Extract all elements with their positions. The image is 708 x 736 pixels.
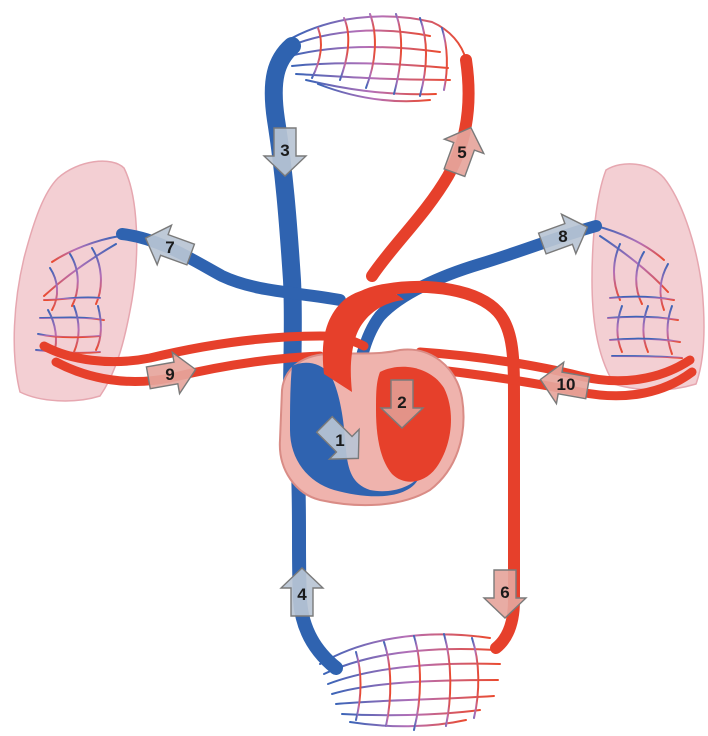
arrow-label-5: 5 <box>457 143 466 162</box>
arrow-label-6: 6 <box>500 583 509 602</box>
upper-capillary-bed <box>290 14 466 101</box>
arrow-label-1: 1 <box>335 431 344 450</box>
right-lung <box>592 164 704 390</box>
arrow-label-4: 4 <box>297 585 307 604</box>
lower-capillary-bed <box>320 634 500 730</box>
arrow-label-3: 3 <box>280 141 289 160</box>
arrow-label-9: 9 <box>165 365 174 384</box>
arrow-label-8: 8 <box>558 227 567 246</box>
arrow-label-2: 2 <box>397 393 406 412</box>
arrow-label-7: 7 <box>165 238 174 257</box>
arrow-label-10: 10 <box>557 375 576 394</box>
